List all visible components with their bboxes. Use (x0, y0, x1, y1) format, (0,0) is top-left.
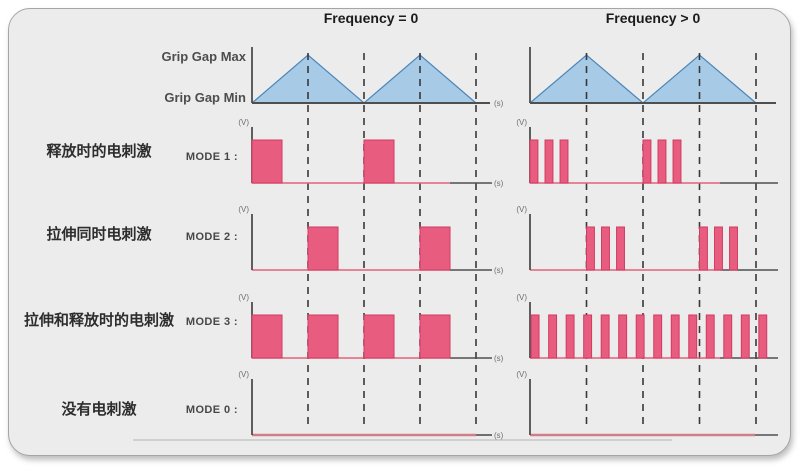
grip-gap-min-label: Grip Gap Min (164, 90, 246, 105)
stimulation-pulse (363, 314, 395, 359)
time-unit-label: (s) (494, 99, 504, 108)
column-header-frequency-zero: Frequency = 0 (323, 10, 419, 26)
stimulation-pulse (565, 314, 575, 359)
stimulation-pulse (642, 139, 652, 184)
voltage-unit-label: (V) (516, 118, 527, 127)
stimulation-pulse (363, 139, 395, 184)
stimulation-pulse (307, 226, 339, 271)
row-label-stimulation-while-stretching: 拉伸同时电刺激 (46, 226, 152, 243)
stimulation-pulse (307, 314, 339, 359)
stimulation-pulse (529, 139, 539, 184)
row-label-stimulation-on-release: 释放时的电刺激 (46, 143, 152, 160)
stimulation-pulse (653, 314, 663, 359)
voltage-unit-label: (V) (516, 370, 527, 379)
stimulation-pulse (705, 314, 715, 359)
grip-gap-max-label: Grip Gap Max (161, 49, 246, 64)
stimulation-pulse (586, 226, 595, 271)
stimulation-pulse (714, 226, 723, 271)
voltage-unit-label: (V) (238, 293, 249, 302)
stimulation-pulse (688, 314, 698, 359)
time-unit-label: (s) (494, 179, 504, 188)
row-label-stimulation-stretch-and-release: 拉伸和释放时的电刺激 (23, 312, 174, 329)
time-unit-label: (s) (494, 266, 504, 275)
column-header-frequency-positive: Frequency > 0 (605, 10, 701, 26)
stimulation-pulse (635, 314, 645, 359)
stimulation-pulse (419, 314, 451, 359)
stimulation-pulse (723, 314, 733, 359)
voltage-unit-label: (V) (516, 293, 527, 302)
mode1-label: MODE 1 : (185, 151, 238, 163)
stimulation-pulse (758, 314, 768, 359)
stimulation-pulse (699, 226, 708, 271)
voltage-unit-label: (V) (238, 205, 249, 214)
stimulation-pulse (251, 314, 283, 359)
stimulation-pulse (583, 314, 593, 359)
stimulation-pulse (670, 314, 680, 359)
stimulation-pulse (544, 139, 554, 184)
voltage-unit-label: (V) (238, 118, 249, 127)
stimulation-pulse (740, 314, 750, 359)
mode2-label: MODE 2 : (185, 231, 238, 243)
row-label-no-stimulation: 没有电刺激 (61, 401, 137, 418)
stimulation-pulse (657, 139, 667, 184)
time-unit-label: (s) (494, 354, 504, 363)
stimulation-pulse (548, 314, 558, 359)
voltage-unit-label: (V) (238, 370, 249, 379)
mode3-label: MODE 3 : (185, 316, 238, 328)
mode0-label: MODE 0 : (185, 404, 238, 416)
stimulation-pulse (729, 226, 738, 271)
voltage-unit-label: (V) (516, 205, 527, 214)
stimulation-pulse (419, 226, 451, 271)
stimulation-pulse (616, 226, 625, 271)
stimulation-pulse (251, 139, 283, 184)
stimulation-pulse (530, 314, 540, 359)
stimulation-pulse (559, 139, 569, 184)
stimulation-pulse (601, 226, 610, 271)
stimulation-pulse (600, 314, 610, 359)
stimulation-pulse (672, 139, 682, 184)
time-unit-label: (s) (494, 431, 504, 440)
stimulation-pulse (618, 314, 628, 359)
